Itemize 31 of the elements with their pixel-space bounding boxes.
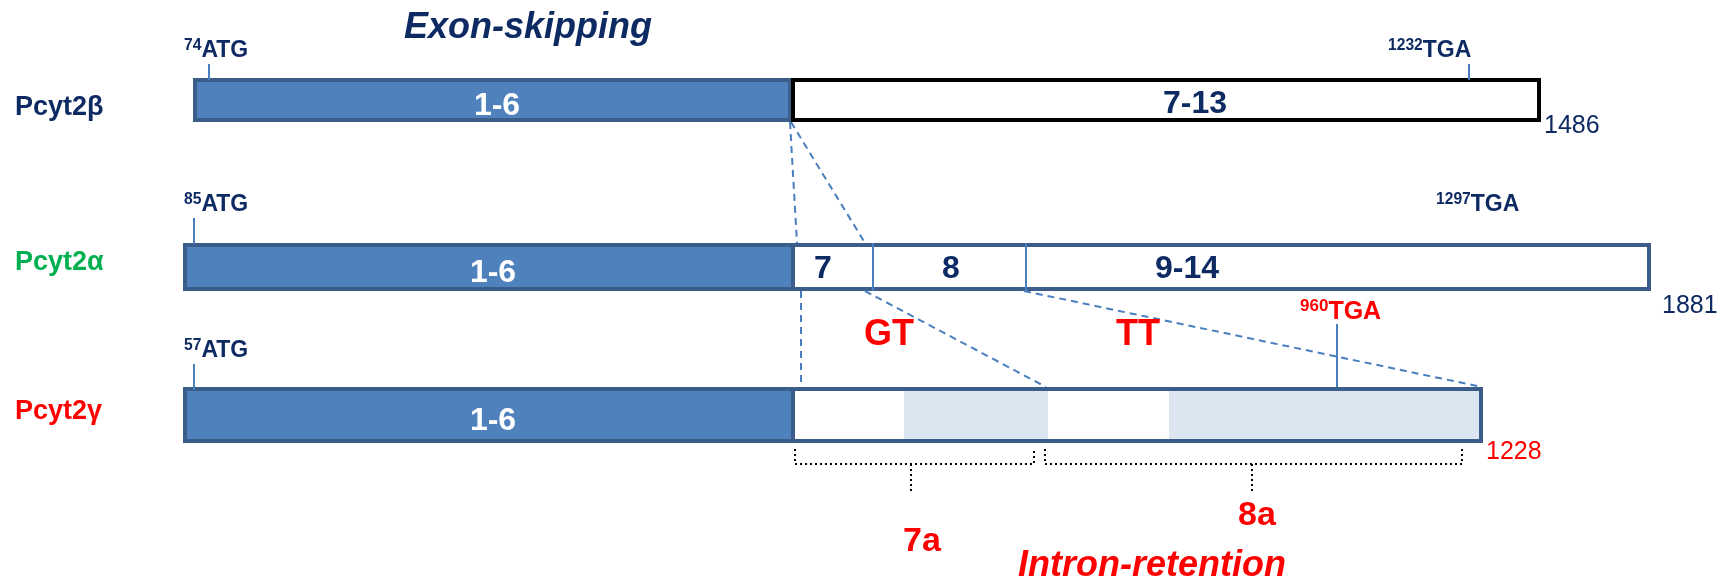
exon-label: 1-6 [469, 255, 517, 287]
connector-line [789, 121, 798, 244]
length-label: 1228 [1486, 438, 1542, 463]
exon-label: 7 [814, 251, 832, 283]
exon-segment [791, 78, 1541, 122]
annotation-label: Intron-retention [1018, 546, 1286, 582]
exon-label: 7-13 [1163, 86, 1227, 118]
splice-site-label: TT [1116, 315, 1160, 351]
annotation-label: Pcyt2γ [15, 397, 103, 424]
codon-label: $^{57}$ATG [184, 338, 249, 361]
connector-line [864, 290, 1047, 388]
splice-site-label: GT [864, 315, 914, 351]
exon-label: 8 [942, 251, 960, 283]
length-label: 1881 [1662, 292, 1718, 317]
connector-line [790, 121, 866, 244]
title: Exon-skipping [404, 8, 652, 44]
annotation-label: Pcyt2α [15, 248, 104, 275]
codon-label: $^{1297}$TGA [1436, 192, 1520, 215]
codon-label: $^{1232}$TGA [1388, 38, 1472, 61]
annotation-label: 7a [903, 522, 941, 556]
length-label: 1486 [1544, 112, 1600, 137]
exon-block [193, 78, 792, 122]
annotation-label: 8a [1238, 496, 1276, 530]
annotation-label: Pcyt2β [15, 93, 104, 120]
connector-line [1336, 323, 1338, 388]
codon-label: $^{74}$ATG [184, 38, 249, 61]
codon-label: $^{960}$TGA [1300, 298, 1382, 323]
exon-label: 1-6 [469, 403, 517, 435]
exon-label: 1-6 [473, 88, 521, 120]
exon-label: 9-14 [1155, 251, 1219, 283]
codon-label: $^{85}$ATG [184, 192, 249, 215]
